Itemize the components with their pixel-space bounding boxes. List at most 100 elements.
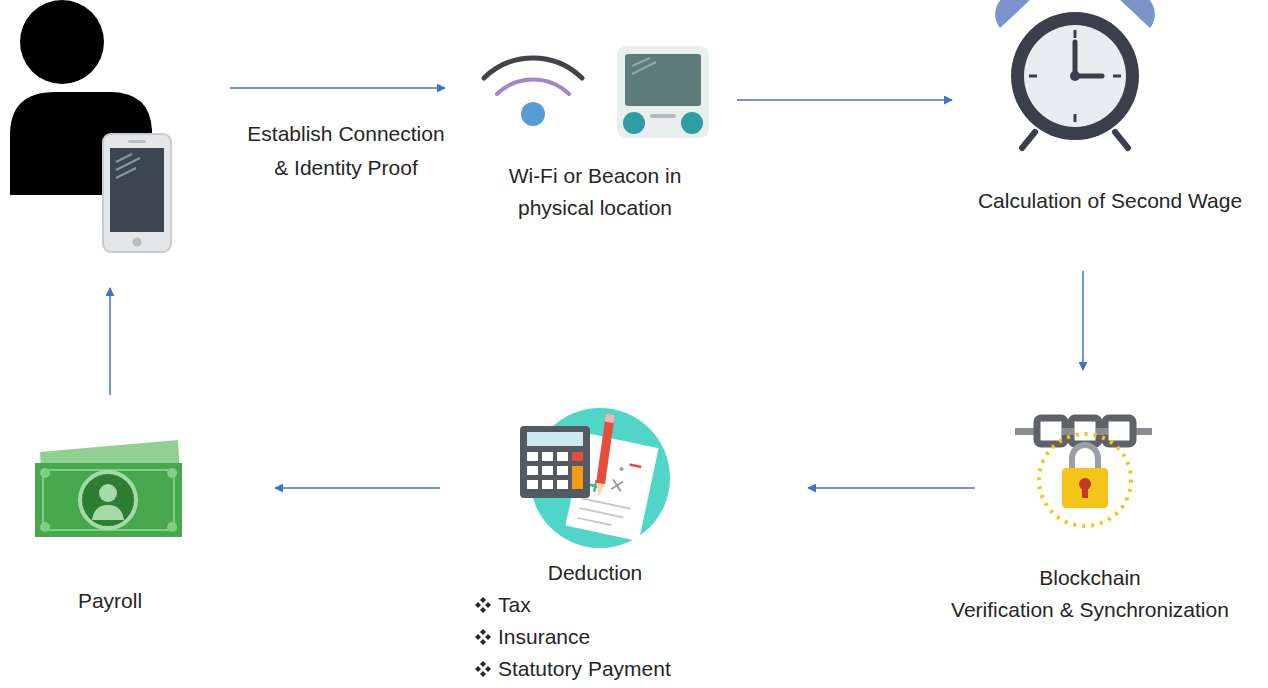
person-icon-part — [103, 134, 171, 252]
person-icon-part — [116, 154, 132, 162]
bullet-item: Tax — [475, 589, 730, 621]
deduction-icon-part-part — [557, 480, 568, 489]
clock-icon-part — [1118, 0, 1155, 28]
deduction-icon-part-part — [596, 414, 615, 485]
deduction-icon-part-part — [557, 466, 568, 475]
deduction-icon-part — [527, 432, 583, 446]
clock-icon — [995, 0, 1155, 148]
clock-icon-part — [1029, 75, 1037, 78]
person-icon-part — [128, 140, 146, 143]
bullet-item: Statutory Payment — [475, 653, 730, 685]
bullet-symbol-part — [480, 629, 486, 635]
person-icon — [10, 0, 171, 252]
person-icon-part — [20, 0, 104, 84]
step-label: Deduction — [460, 557, 730, 589]
money-icon-part — [40, 468, 50, 478]
step-node: DeductionTaxInsuranceStatutory Payment — [460, 405, 730, 685]
list-text: Tax — [498, 589, 531, 621]
blockchain-icon-part — [1039, 434, 1131, 526]
money-icon — [35, 440, 182, 537]
money-icon-part — [167, 522, 177, 532]
beacon-device-part — [632, 58, 650, 66]
edge-label: Establish Connection & Identity Proof — [240, 117, 452, 185]
deduction-icon-part-part — [619, 467, 624, 472]
flow-arrow — [737, 99, 952, 101]
blockchain-icon-part — [1072, 445, 1098, 470]
step-node: Calculation of Second Wage — [960, 0, 1260, 217]
clock-icon-part — [1113, 75, 1121, 78]
bullet-symbol-part — [475, 634, 481, 640]
deduction-icon-part-part — [630, 465, 642, 467]
money-icon-part — [40, 522, 50, 532]
deduction-icon-part-part — [605, 414, 615, 423]
money-icon-part — [92, 505, 124, 520]
blockchain-icon-part — [1096, 428, 1108, 435]
flow-arrow — [109, 288, 111, 395]
bullet-symbol — [475, 661, 491, 677]
clock-icon-part — [1022, 132, 1035, 148]
beacon-device-part — [632, 62, 656, 74]
clock-icon-part — [1074, 30, 1077, 38]
beacon-device — [617, 46, 709, 138]
clock-icon-part — [995, 0, 1032, 28]
deduction-icon-part-part — [577, 518, 611, 525]
money-icon-part — [35, 463, 182, 537]
deduction-icon-part-part — [557, 452, 568, 461]
bullet-symbol-part — [485, 634, 491, 640]
flow-arrow — [1082, 271, 1084, 370]
clock-icon-part — [1115, 132, 1128, 148]
deduction-icon-part — [594, 414, 614, 497]
step-label: Calculation of Second Wage — [960, 185, 1260, 217]
bullet-symbol-part — [480, 607, 486, 613]
deduction-icon-part-part — [542, 466, 553, 475]
bullet-symbol-part — [480, 671, 486, 677]
money-icon-part — [167, 468, 177, 478]
blockchain-icon-part — [1105, 418, 1133, 444]
list-text: Statutory Payment — [498, 653, 671, 685]
person-icon-part — [133, 238, 142, 247]
list-text: Insurance — [498, 621, 590, 653]
wifi-icon — [484, 58, 582, 126]
money-icon-part — [43, 470, 174, 530]
bullet-symbol-part — [485, 602, 491, 608]
step-label: Wi-Fi or Beacon in physical location — [470, 160, 720, 224]
deduction-icon-part-part — [527, 452, 538, 461]
step-node: BlockchainVerification & Synchronization — [930, 410, 1250, 626]
clock-icon-part — [1074, 114, 1077, 122]
person-node — [5, 5, 175, 255]
clock-icon-part — [1024, 25, 1126, 127]
bullet-symbol-part — [475, 666, 481, 672]
flow-arrow — [230, 87, 445, 89]
deduction-icon-part — [520, 426, 590, 498]
bullet-symbol — [475, 597, 491, 613]
deduction-icon-part — [527, 452, 568, 489]
blockchain-icon-part — [1071, 418, 1099, 444]
wifi-icon-part — [521, 102, 545, 126]
bullet-symbol-part — [485, 666, 491, 672]
step-sublabel: Verification & Synchronization — [930, 594, 1250, 626]
deduction-icon-part-part — [527, 466, 538, 475]
step-node: Wi-Fi or Beacon in physical location — [470, 40, 720, 224]
clock-icon-part — [1011, 12, 1139, 140]
deduction-icon-part-part — [542, 480, 553, 489]
bullet-item: Insurance — [475, 621, 730, 653]
blockchain-icon-part — [1062, 468, 1108, 508]
flow-arrow — [275, 487, 440, 489]
deduction-icon-part-part — [611, 479, 623, 491]
blockchain-icon-part — [1062, 428, 1074, 435]
blockchain-icon-part — [1082, 486, 1088, 498]
step-node: Payroll — [20, 430, 200, 617]
step-label: Blockchain — [930, 562, 1250, 594]
bullet-symbol-part — [480, 661, 486, 667]
deduction-icon-part-part — [579, 508, 623, 517]
step-label: Payroll — [20, 585, 200, 617]
bullet-symbol-part — [475, 602, 481, 608]
bullet-symbol-part — [480, 597, 486, 603]
flow-arrow — [808, 487, 975, 489]
bullet-symbol — [475, 629, 491, 645]
person-icon-part — [110, 148, 164, 232]
beacon-device-part — [650, 114, 676, 118]
beacon-device-part — [617, 46, 709, 138]
person-icon-part — [116, 158, 140, 170]
clock-icon-part — [1070, 71, 1080, 81]
